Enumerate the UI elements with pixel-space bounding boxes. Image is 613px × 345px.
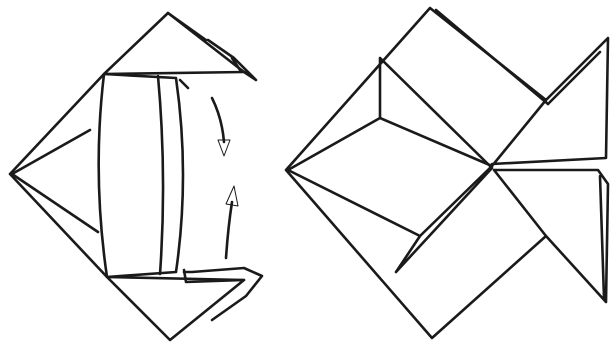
fish-tail-lower [494,170,608,302]
fish-tail-upper [492,38,608,166]
fish-bottom-band [396,168,492,272]
down-arrow [212,98,230,156]
up-arrow [226,186,238,258]
fish-top-band [380,10,548,166]
step-outline [10,13,244,340]
inner-left-triangle [12,130,98,232]
folding-step-figure [10,13,262,340]
bottom-flap [184,268,262,320]
fish-center-fold [380,118,492,236]
fish-mouth-triangle [288,118,420,236]
fish-body-outline [286,8,546,338]
folded-panel [99,74,188,277]
finished-fish-figure [286,8,608,338]
